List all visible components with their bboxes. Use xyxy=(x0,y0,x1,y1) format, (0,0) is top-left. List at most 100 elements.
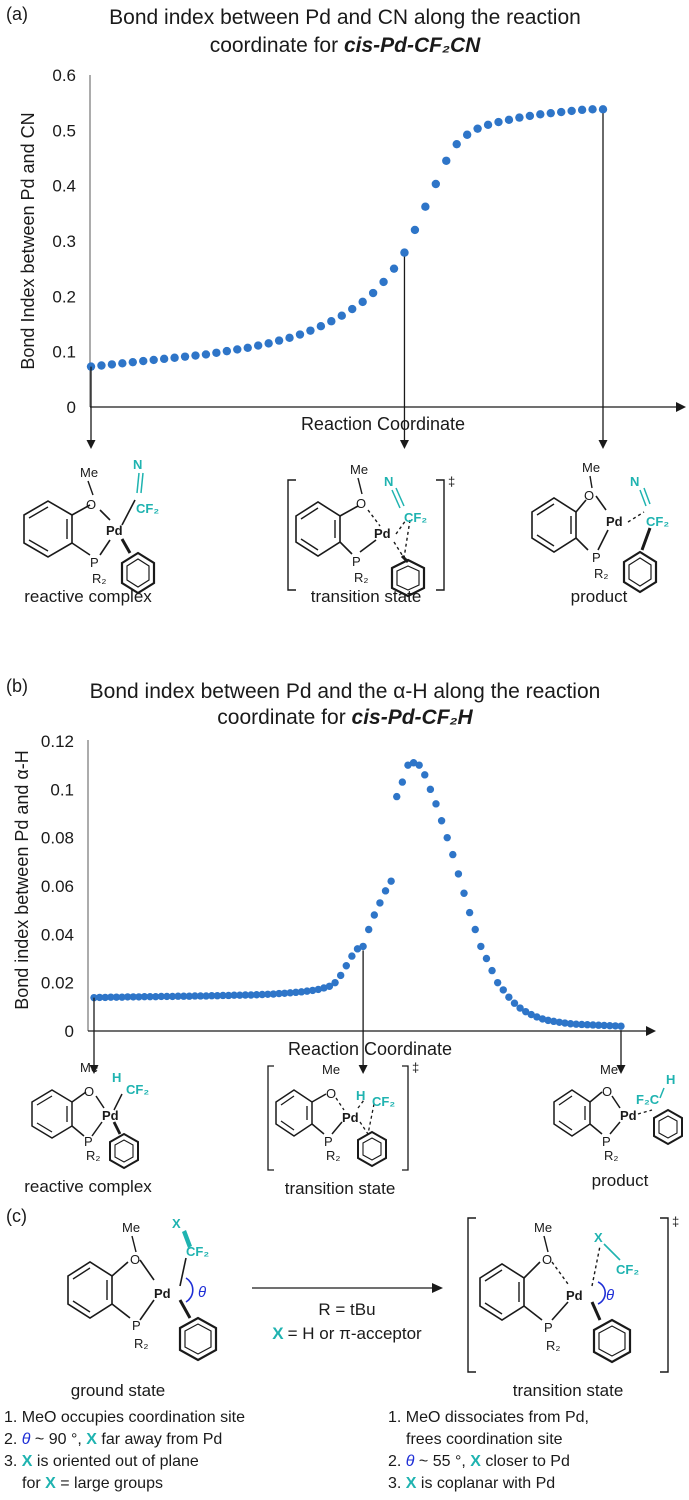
panel-a: (a) Bond index between Pd and CN along t… xyxy=(6,4,686,606)
svg-text:P: P xyxy=(132,1318,141,1333)
svg-text:θ: θ xyxy=(198,1284,206,1301)
svg-text:R₂: R₂ xyxy=(354,570,368,585)
data-point xyxy=(482,954,491,963)
svg-text:O: O xyxy=(356,496,366,511)
data-point xyxy=(471,925,479,934)
product-a-structure: Me O Pd P R₂ N CF₂ xyxy=(531,460,669,594)
transition-state-b-structure: ‡ Me O Pd P R₂ H CF₂ xyxy=(267,1060,419,1171)
panel-b-label: (b) xyxy=(6,676,28,696)
reactive-complex-b-label: reactive complex xyxy=(24,1177,152,1196)
data-point xyxy=(465,908,474,917)
transition-state-b-label: transition state xyxy=(285,1179,396,1198)
product-a-label: product xyxy=(571,587,628,606)
data-point xyxy=(353,945,362,953)
data-point xyxy=(135,993,143,1001)
data-point xyxy=(241,991,250,999)
svg-text:O: O xyxy=(84,1084,94,1099)
left-note-4: for X = large groups xyxy=(22,1475,163,1492)
svg-text:Pd: Pd xyxy=(102,1108,119,1123)
svg-text:P: P xyxy=(602,1134,611,1149)
data-point xyxy=(409,759,418,767)
svg-text:Pd: Pd xyxy=(342,1110,359,1125)
structure-pointer-arrowhead xyxy=(358,1065,368,1074)
data-point xyxy=(139,356,148,366)
panel-c-label: (c) xyxy=(6,1206,27,1226)
y-tick-label: 0.2 xyxy=(52,287,76,306)
panel-b-chart: (b) Bond index between Pd and the α-H al… xyxy=(6,676,600,729)
data-point xyxy=(336,971,345,980)
structure-pointer-arrowhead xyxy=(89,1065,99,1074)
svg-text:Pd: Pd xyxy=(374,526,391,541)
svg-text:O: O xyxy=(86,497,96,512)
transition-state-c-label: transition state xyxy=(513,1381,624,1400)
reactive-complex-b-structure: Me O Pd P R₂ H CF₂ xyxy=(31,1060,149,1170)
left-note-2: 2. θ ~ 90 °, X far away from Pd xyxy=(4,1431,222,1448)
data-point xyxy=(327,317,336,326)
svg-text:P: P xyxy=(324,1134,333,1149)
data-point xyxy=(202,992,210,1000)
svg-text:Me: Me xyxy=(534,1220,552,1235)
data-point xyxy=(320,984,328,992)
right-note-2: frees coordination site xyxy=(406,1431,563,1448)
structure-pointer-arrowhead xyxy=(86,440,96,449)
data-point xyxy=(598,105,608,114)
data-point xyxy=(101,993,109,1002)
data-point xyxy=(247,991,255,999)
data-point xyxy=(442,156,451,165)
ground-state-label: ground state xyxy=(71,1381,166,1400)
data-point xyxy=(544,1016,552,1025)
data-point xyxy=(213,992,222,1000)
data-point xyxy=(515,113,524,122)
data-point xyxy=(123,993,132,1001)
data-point xyxy=(617,1022,625,1030)
data-point xyxy=(566,1020,575,1028)
data-point xyxy=(212,348,221,357)
data-point xyxy=(86,362,96,371)
y-tick-label: 0 xyxy=(65,1022,74,1041)
panel-b: 00.020.040.060.080.10.12 Bond index betw… xyxy=(12,732,656,1074)
data-point xyxy=(589,1021,597,1029)
svg-text:θ: θ xyxy=(606,1287,614,1304)
data-point xyxy=(128,357,137,367)
data-point xyxy=(606,1021,614,1030)
data-point xyxy=(348,304,357,314)
data-point xyxy=(274,336,284,345)
data-point xyxy=(370,911,379,919)
data-point xyxy=(151,992,160,1001)
svg-text:P: P xyxy=(84,1134,93,1149)
data-point xyxy=(159,354,169,364)
structure-pointer-arrowhead xyxy=(598,440,608,449)
data-point xyxy=(488,966,496,975)
svg-text:N: N xyxy=(133,457,142,472)
data-point xyxy=(280,989,289,997)
data-point xyxy=(381,887,390,895)
svg-text:CF₂: CF₂ xyxy=(126,1082,149,1097)
svg-text:H: H xyxy=(666,1072,675,1087)
data-point xyxy=(243,343,252,352)
data-point xyxy=(594,1021,603,1029)
data-point xyxy=(546,108,555,118)
left-note-3: 3. X is oriented out of plane xyxy=(4,1453,199,1470)
svg-text:‡: ‡ xyxy=(412,1060,419,1075)
data-point xyxy=(494,117,503,127)
data-point xyxy=(577,105,587,115)
data-point xyxy=(308,986,317,995)
svg-text:CF₂: CF₂ xyxy=(646,514,669,529)
data-point xyxy=(521,1007,530,1016)
data-point xyxy=(393,792,401,801)
data-point xyxy=(421,771,429,779)
data-point xyxy=(550,1017,558,1026)
svg-text:X: X xyxy=(594,1230,603,1245)
svg-text:X: X xyxy=(172,1216,181,1231)
data-point xyxy=(379,277,388,287)
y-tick-label: 0.04 xyxy=(41,925,74,944)
data-point xyxy=(460,889,468,897)
data-point xyxy=(415,761,423,769)
data-point xyxy=(504,115,514,125)
chart-a-title-line1: Bond index between Pd and CN along the r… xyxy=(109,6,581,29)
data-point xyxy=(146,992,154,1001)
data-point xyxy=(157,992,165,1001)
data-point xyxy=(295,330,305,339)
chart-a-x-axis-arrowhead xyxy=(676,402,686,412)
y-tick-label: 0.4 xyxy=(52,177,76,196)
